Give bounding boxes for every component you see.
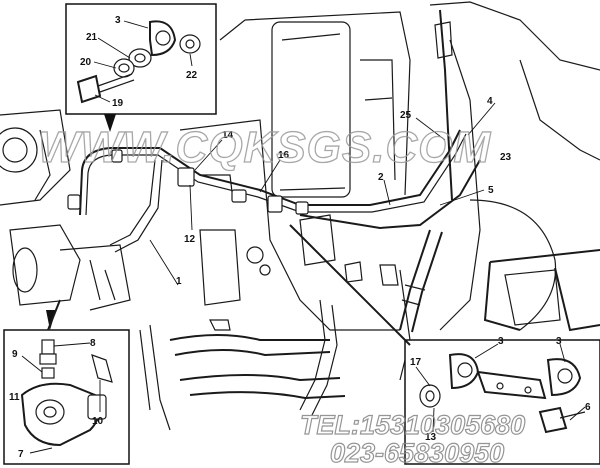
callout-7: 7 bbox=[18, 449, 24, 460]
watermark-phone: 023-65830950 bbox=[330, 438, 504, 468]
watermark: WWW.CQKSGS.COM TEL:15310305680 023-65830… bbox=[37, 122, 525, 468]
callout-5: 5 bbox=[488, 185, 494, 196]
callout-4: 4 bbox=[487, 96, 493, 107]
callout-3-bottom-left: 3 bbox=[498, 336, 504, 347]
callout-1: 1 bbox=[176, 276, 182, 287]
callout-23: 23 bbox=[500, 152, 512, 163]
callout-3-bottom-right: 3 bbox=[556, 336, 562, 347]
callout-14: 14 bbox=[222, 130, 234, 141]
inset-clip-assembly-top bbox=[65, 3, 217, 132]
fuel-lines bbox=[67, 129, 481, 253]
callout-10: 10 bbox=[92, 416, 104, 427]
callout-21: 21 bbox=[86, 32, 98, 43]
callout-numbers: 3 21 20 22 19 14 16 2 5 4 25 23 12 1 8 9… bbox=[9, 15, 591, 460]
callout-13: 13 bbox=[425, 432, 437, 443]
inset-pointer-left bbox=[47, 299, 61, 331]
callout-6: 6 bbox=[585, 402, 591, 413]
callout-11: 11 bbox=[9, 392, 20, 403]
watermark-tel: TEL:15310305680 bbox=[300, 410, 525, 440]
callout-25: 25 bbox=[400, 110, 412, 121]
callout-3-top: 3 bbox=[115, 15, 121, 26]
leader-lines bbox=[21, 20, 586, 454]
callout-19: 19 bbox=[112, 98, 124, 109]
callout-8: 8 bbox=[90, 338, 96, 349]
callout-12: 12 bbox=[184, 234, 196, 245]
watermark-url: WWW.CQKSGS.COM bbox=[38, 123, 491, 172]
callout-22: 22 bbox=[186, 70, 198, 81]
inset-clamp-bottom-right bbox=[289, 224, 600, 465]
callout-9: 9 bbox=[12, 349, 18, 360]
callout-16: 16 bbox=[278, 150, 290, 161]
callout-2: 2 bbox=[378, 172, 384, 183]
engine-block-drawing bbox=[0, 1, 600, 431]
callout-17: 17 bbox=[410, 357, 422, 368]
callout-20: 20 bbox=[80, 57, 92, 68]
inset-pump-fitting-bottom-left bbox=[3, 310, 130, 465]
